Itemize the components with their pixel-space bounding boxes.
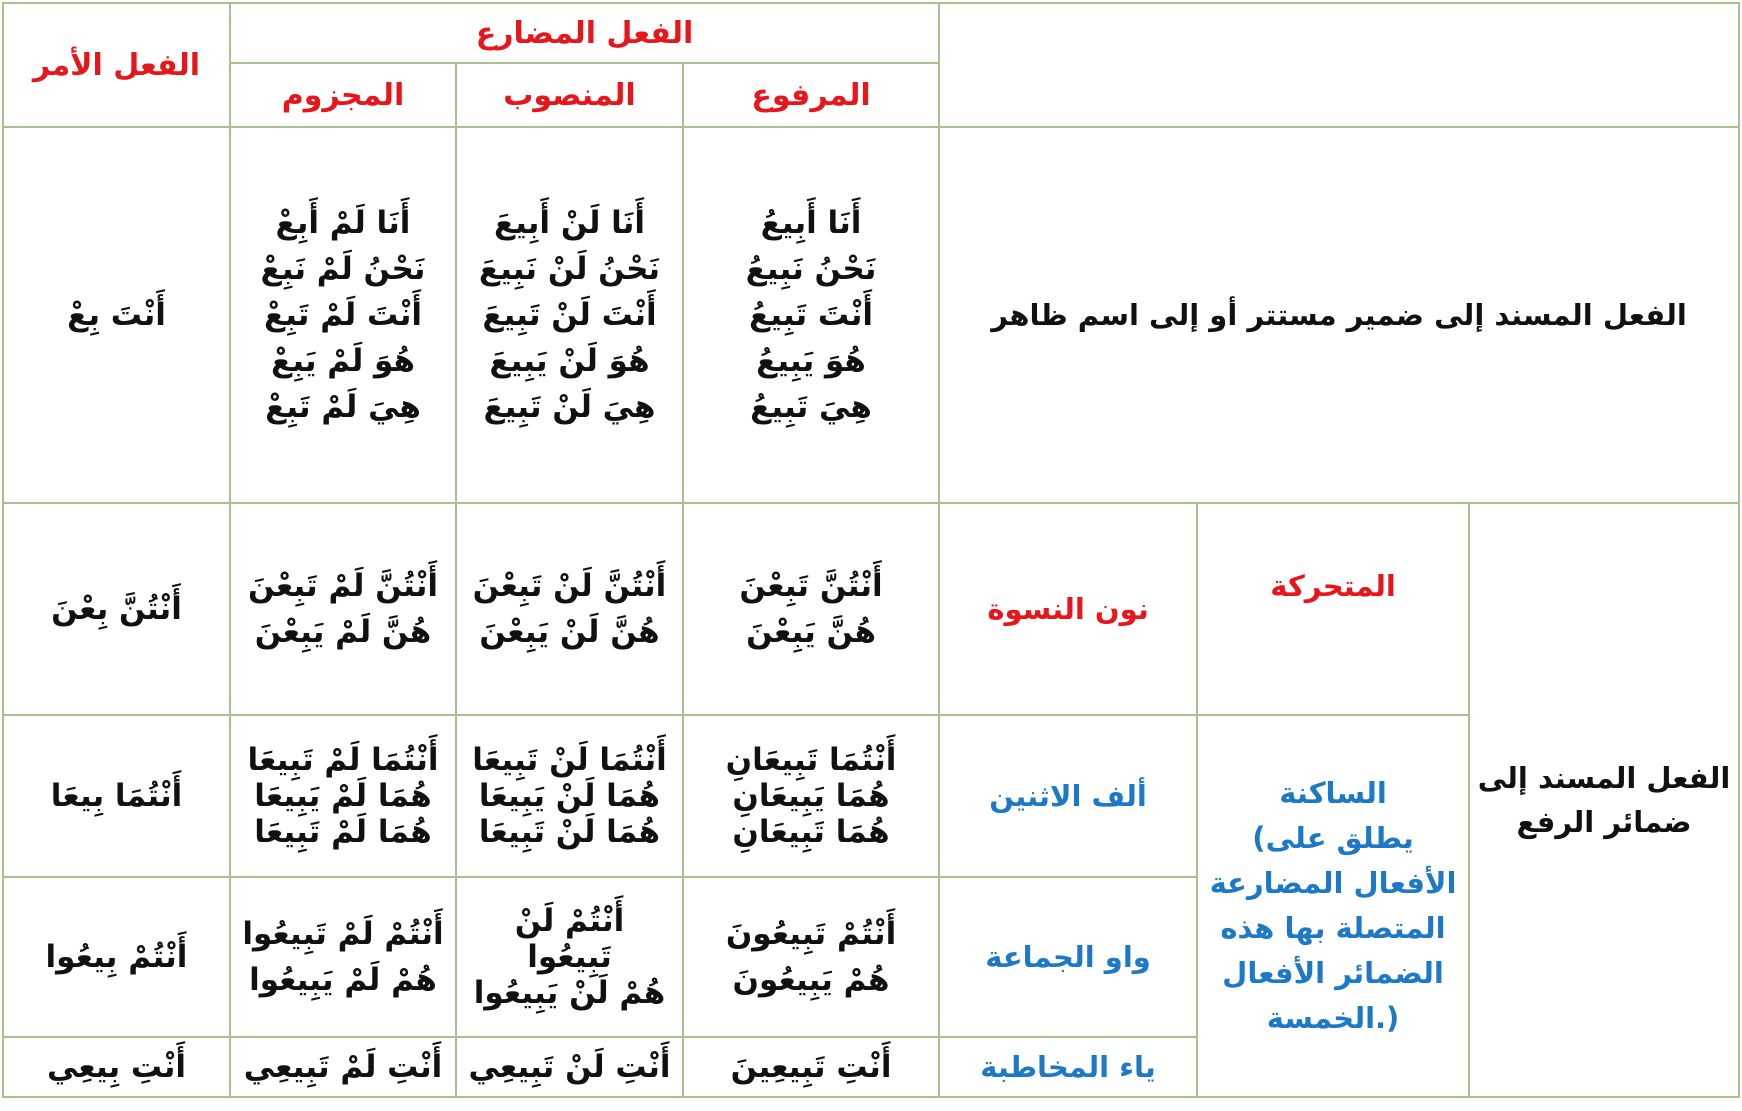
- cell-hidden-majzum: أَنَا لَمْ أَبِعْ نَحْنُ لَمْ نَبِعْ أَن…: [229, 126, 457, 504]
- conjugation-line: أَنْتُمَا لَنْ تَبِيعَا: [472, 742, 667, 778]
- cell-ithnayn-mansub: أَنْتُمَا لَنْ تَبِيعَا هُمَا لَنْ يَبِي…: [455, 714, 684, 878]
- sakina-line: الضمائر الأفعال: [1222, 956, 1444, 990]
- conjugation-line: أَنْتُمَا بِيعَا: [50, 778, 183, 814]
- cell-hidden-mansub: أَنَا لَنْ أَبِيعَ نَحْنُ لَنْ نَبِيعَ أ…: [455, 126, 684, 504]
- cell-mukhataba-mansub: أَنْتِ لَنْ تَبِيعِي: [455, 1036, 684, 1098]
- section-hidden-pronoun: الفعل المسند إلى ضمير مستتر أو إلى اسم ظ…: [938, 126, 1741, 504]
- row-ithnayn: أَنْتُمَا بِيعَا أَنْتُمَا لَمْ تَبِيعَا…: [2, 714, 1739, 1098]
- header-empty-cell: [938, 2, 1741, 128]
- cell-jamaa-majzum: أَنْتُمْ لَمْ تَبِيعُوا هُمْ لَمْ يَبِيع…: [229, 876, 457, 1038]
- row-jamaa: أَنْتُمْ بِيعُوا أَنْتُمْ لَمْ تَبِيعُوا…: [2, 876, 1739, 1038]
- row-hidden-pronoun: أَنْتَ بِعْ أَنَا لَمْ أَبِعْ نَحْنُ لَم…: [2, 126, 1741, 504]
- conjugation-line: هُمْ يَبِيعُونَ: [732, 962, 890, 998]
- sakina-line: المتصلة بها هذه: [1220, 911, 1446, 945]
- conjugation-line: أَنْتُنَّ بِعْنَ: [51, 591, 182, 627]
- cell-mukhataba-majzum: أَنْتِ لَمْ تَبِيعِي: [229, 1036, 457, 1098]
- cell-mukhataba-amr: أَنْتِ بِيعِي: [2, 1036, 231, 1098]
- conjugation-line: هُمْ لَنْ يَبِيعُوا: [473, 975, 666, 1011]
- cell-niswa-majzum: أَنْتُنَّ لَمْ تَبِعْنَ هُنَّ لَمْ يَبِع…: [229, 502, 457, 716]
- cell-niswa-mansub: أَنْتُنَّ لَنْ تَبِعْنَ هُنَّ لَنْ يَبِع…: [455, 502, 684, 716]
- cell-mukhataba-marfu: أَنْتِ تَبِيعِينَ: [681, 1036, 941, 1098]
- cell-jamaa-amr: أَنْتُمْ بِيعُوا: [2, 876, 231, 1038]
- conjugation-line: أَنْتُمْ تَبِيعُونَ: [725, 916, 897, 952]
- conjugation-line: هُمَا يَبِيعَانِ: [732, 778, 890, 814]
- conjugation-line: هُنَّ يَبِعْنَ: [746, 614, 876, 650]
- conjugation-line: أَنْتِ تَبِيعِينَ: [730, 1049, 892, 1085]
- conjugation-line: أَنْتُمْ لَنْ: [514, 903, 625, 939]
- label-mukhataba: ياء المخاطبة: [938, 1036, 1199, 1098]
- conjugation-line: أَنْتُمْ لَمْ تَبِيعُوا: [242, 916, 444, 952]
- sakina-line: (يطلق على: [1252, 821, 1414, 855]
- conjugation-line: أَنْتُنَّ لَنْ تَبِعْنَ: [472, 568, 667, 604]
- conjugation-line: أَنَا أَبِيعُ: [760, 205, 862, 241]
- header-row-2: المجزوم المنصوب المرفوع: [3, 62, 1739, 128]
- conjugation-line: هُمَا لَمْ تَبِيعَا: [254, 814, 432, 850]
- label-jamaa: واو الجماعة: [938, 876, 1199, 1038]
- cell-hidden-amr: أَنْتَ بِعْ: [2, 126, 231, 504]
- conjugation-line: هِيَ تَبِيعُ: [750, 389, 872, 425]
- cell-ithnayn-marfu: أَنْتُمَا تَبِيعَانِ هُمَا يَبِيعَانِ هُ…: [681, 714, 941, 878]
- sakina-line: الساكنة: [1279, 776, 1387, 810]
- sakina-line: الأفعال المضارعة: [1209, 866, 1457, 900]
- header-present: الفعل المضارع: [228, 2, 941, 64]
- conjugation-line: أَنْتِ لَمْ تَبِيعِي: [243, 1049, 443, 1085]
- conjugation-line: هِيَ لَنْ تَبِيعَ: [483, 389, 656, 425]
- conjugation-line: أَنْتُمَا تَبِيعَانِ: [725, 742, 897, 778]
- conjugation-line: هُوَ يَبِيعُ: [756, 343, 866, 379]
- label-ithnayn: ألف الاثنين: [938, 714, 1199, 878]
- header-imperative: الفعل الأمر: [2, 2, 231, 128]
- conjugation-line: أَنَا لَمْ أَبِعْ: [275, 205, 411, 241]
- conjugation-line: هُوَ لَنْ يَبِيعَ: [489, 343, 650, 379]
- label-sakina: الساكنة (يطلق على الأفعال المضارعة المتص…: [1196, 714, 1471, 1098]
- conjugation-line: أَنْتِ لَنْ تَبِيعِي: [468, 1049, 671, 1085]
- section-raf-pronouns: الفعل المسند إلى ضمائر الرفع: [1468, 502, 1741, 1098]
- row-niswa: أَنْتُنَّ بِعْنَ أَنْتُنَّ لَمْ تَبِعْنَ…: [2, 502, 1741, 1098]
- conjugation-line: أَنْتَ بِعْ: [67, 297, 166, 333]
- conjugation-line: هُنَّ لَمْ يَبِعْنَ: [254, 614, 432, 650]
- conjugation-line: أَنْتِ بِيعِي: [46, 1049, 187, 1085]
- header-row-1: الفعل الأمر الفعل المضارع: [2, 2, 1741, 128]
- conjugation-line: هُمَا لَنْ تَبِيعَا: [478, 814, 661, 850]
- cell-niswa-amr: أَنْتُنَّ بِعْنَ: [2, 502, 231, 716]
- conjugation-line: هُمَا تَبِيعَانِ: [732, 814, 890, 850]
- conjugation-line: أَنْتُمَا لَمْ تَبِيعَا: [247, 742, 439, 778]
- conjugation-line: نَحْنُ لَمْ نَبِعْ: [260, 251, 426, 287]
- conjugation-line: هِيَ لَمْ تَبِعْ: [265, 389, 421, 425]
- row-mukhataba: أَنْتِ بِيعِي أَنْتِ لَمْ تَبِيعِي أَنْت…: [2, 1036, 1739, 1098]
- header-majzum: المجزوم: [229, 62, 457, 128]
- cell-niswa-marfu: أَنْتُنَّ تَبِعْنَ هُنَّ يَبِعْنَ: [681, 502, 941, 716]
- sakina-line: الخمسة.): [1266, 1001, 1400, 1035]
- conjugation-line: أَنْتَ تَبِيعُ: [749, 297, 874, 333]
- cell-jamaa-marfu: أَنْتُمْ تَبِيعُونَ هُمْ يَبِيعُونَ: [681, 876, 941, 1038]
- conjugation-line: نَحْنُ نَبِيعُ: [745, 251, 877, 287]
- conjugation-line: هُمَا لَنْ يَبِيعَا: [478, 778, 661, 814]
- cell-ithnayn-majzum: أَنْتُمَا لَمْ تَبِيعَا هُمَا لَمْ يَبِي…: [229, 714, 457, 878]
- cell-jamaa-mansub: أَنْتُمْ لَنْ تَبِيعُوا هُمْ لَنْ يَبِيع…: [455, 876, 684, 1038]
- conjugation-line: أَنْتُمْ بِيعُوا: [45, 939, 188, 975]
- label-mutaharrika: المتحركة: [1196, 502, 1471, 716]
- conjugation-line: تَبِيعُوا: [527, 939, 612, 975]
- conjugation-line: هُنَّ لَنْ يَبِعْنَ: [479, 614, 660, 650]
- conjugation-line: هُمْ لَمْ يَبِيعُوا: [249, 962, 437, 998]
- conjugation-line: أَنْتُنَّ تَبِعْنَ: [739, 568, 883, 604]
- label-niswa: نون النسوة: [938, 502, 1199, 716]
- conjugation-line: أَنَا لَنْ أَبِيعَ: [493, 205, 646, 241]
- cell-hidden-marfu: أَنَا أَبِيعُ نَحْنُ نَبِيعُ أَنْتَ تَبِ…: [681, 126, 941, 504]
- conjugation-line: هُوَ لَمْ يَبِعْ: [271, 343, 415, 379]
- cell-ithnayn-amr: أَنْتُمَا بِيعَا: [2, 714, 231, 878]
- conjugation-line: أَنْتُنَّ لَمْ تَبِعْنَ: [247, 568, 439, 604]
- header-marfu: المرفوع: [681, 62, 941, 128]
- conjugation-line: هُمَا لَمْ يَبِيعَا: [254, 778, 432, 814]
- conjugation-line: أَنْتَ لَمْ تَبِعْ: [263, 297, 423, 333]
- header-mansub: المنصوب: [455, 62, 684, 128]
- conjugation-line: أَنْتَ لَنْ تَبِيعَ: [482, 297, 657, 333]
- conjugation-line: نَحْنُ لَنْ نَبِيعَ: [478, 251, 661, 287]
